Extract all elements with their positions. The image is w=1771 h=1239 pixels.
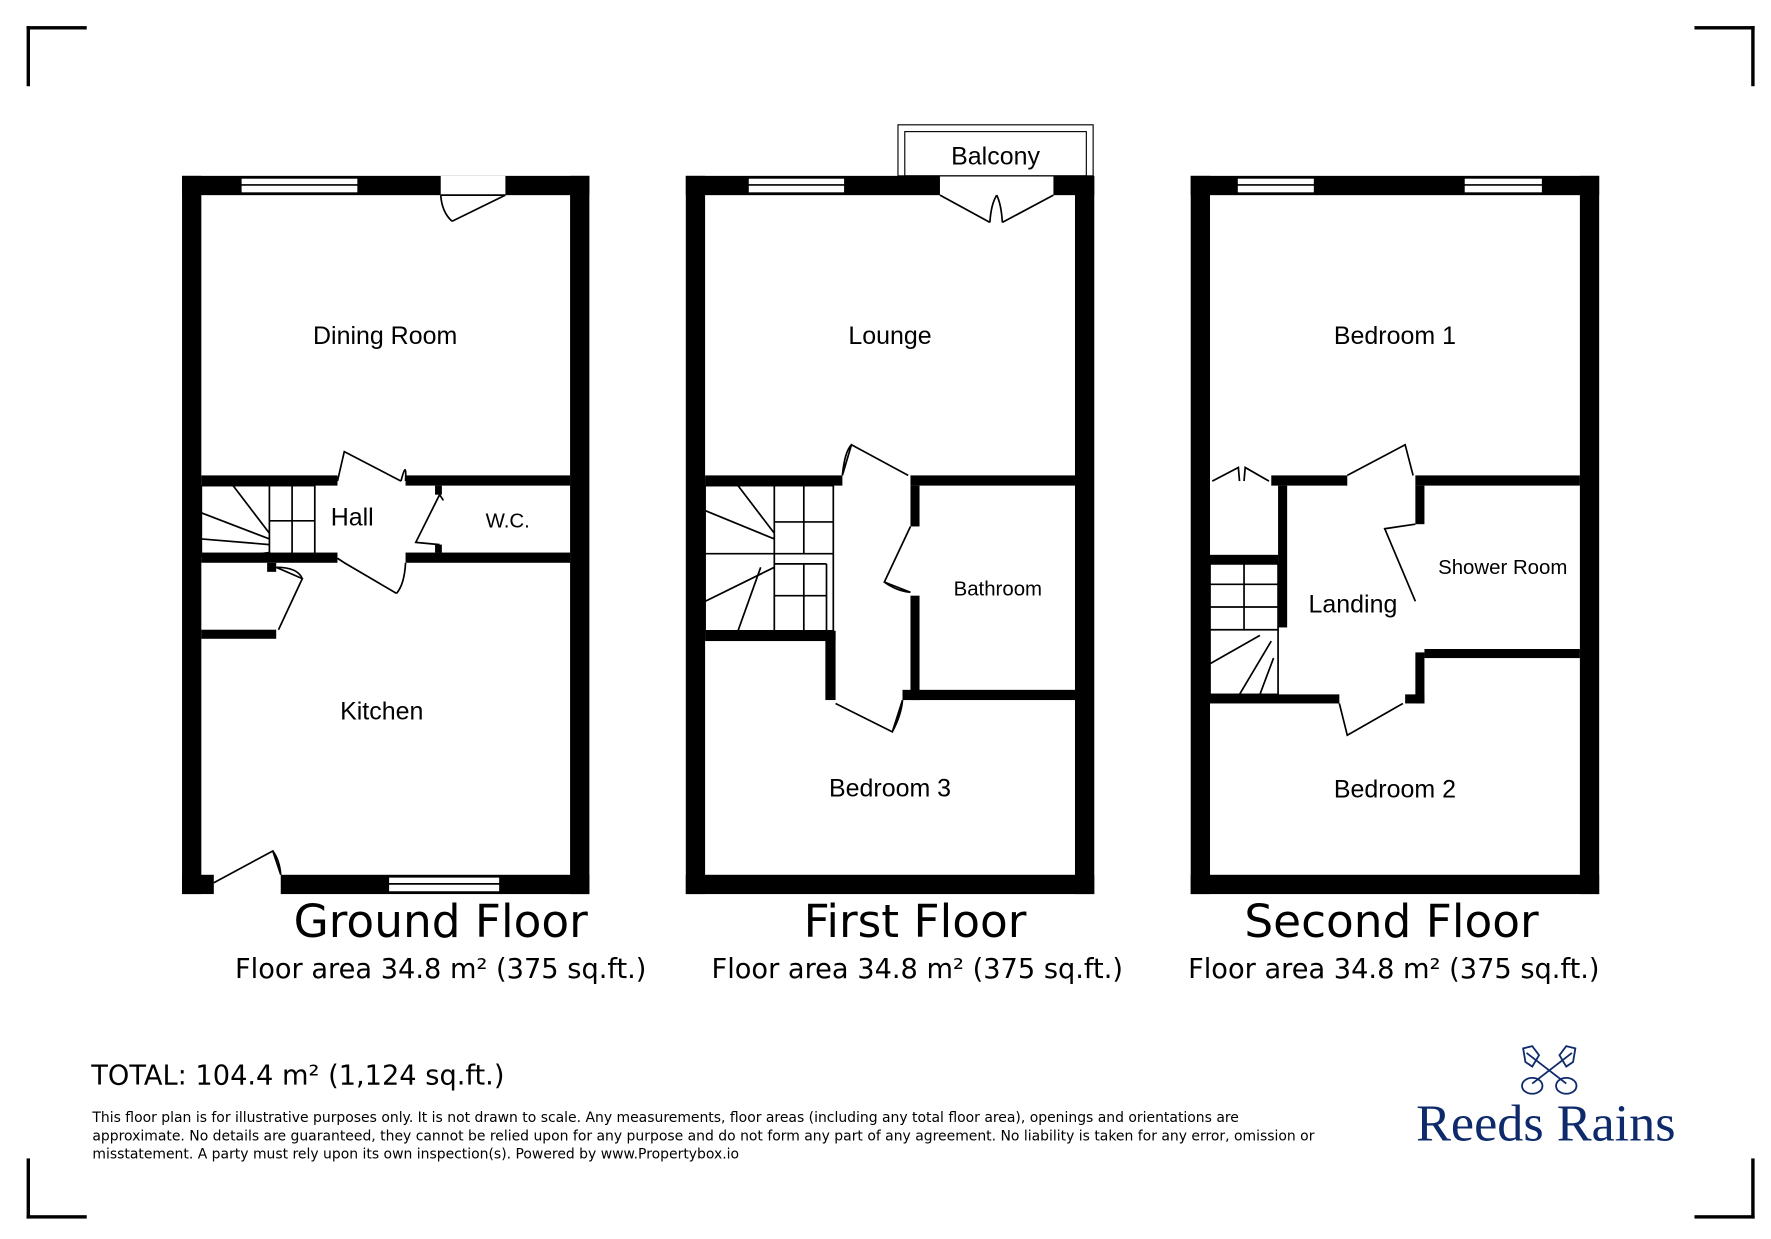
floor-area-ground: Floor area 34.8 m² (375 sq.ft.) — [235, 954, 646, 985]
room-landing: Landing — [1309, 591, 1398, 619]
room-shower-room: Shower Room — [1438, 557, 1567, 579]
crossed-keys-icon — [1521, 1045, 1578, 1095]
stairs — [200, 484, 316, 562]
floor-label-ground: Ground Floor — [294, 895, 589, 948]
room-bedroom-2: Bedroom 2 — [1334, 776, 1456, 804]
room-wc: W.C. — [486, 511, 530, 533]
first-floor-plan: Balcony Lounge Bathroom Bedroom 3 — [685, 124, 1095, 895]
disclaimer-line: approximate. No details are guaranteed, … — [92, 1128, 1314, 1144]
room-balcony: Balcony — [951, 143, 1040, 171]
room-kitchen: Kitchen — [340, 697, 423, 725]
stairs — [704, 484, 835, 632]
logo: Reeds Rains — [1416, 1045, 1676, 1152]
ground-floor-plan: Dining Room Hall W.C. Kitchen — [182, 175, 590, 895]
disclaimer-line: This floor plan is for illustrative purp… — [91, 1110, 1238, 1126]
stairs — [1209, 563, 1279, 696]
room-dining-room: Dining Room — [313, 322, 457, 350]
floor-area-first: Floor area 34.8 m² (375 sq.ft.) — [712, 954, 1123, 985]
floor-label-first: First Floor — [804, 895, 1027, 948]
crop-marks — [26, 26, 1755, 1219]
room-hall: Hall — [331, 503, 374, 531]
total-area: TOTAL: 104.4 m² (1,124 sq.ft.) — [90, 1061, 504, 1092]
room-lounge: Lounge — [848, 322, 931, 350]
room-bathroom: Bathroom — [954, 579, 1042, 601]
room-bedroom-3: Bedroom 3 — [829, 774, 951, 802]
room-bedroom-1: Bedroom 1 — [1334, 322, 1456, 350]
floor-label-second: Second Floor — [1244, 895, 1539, 948]
floor-area-second: Floor area 34.8 m² (375 sq.ft.) — [1188, 954, 1599, 985]
second-floor-plan: Bedroom 1 Shower Room Landing Bedroom 2 — [1190, 175, 1600, 895]
disclaimer-line: misstatement. A party must rely upon its… — [92, 1146, 739, 1162]
logo-text: Reeds Rains — [1416, 1094, 1675, 1152]
